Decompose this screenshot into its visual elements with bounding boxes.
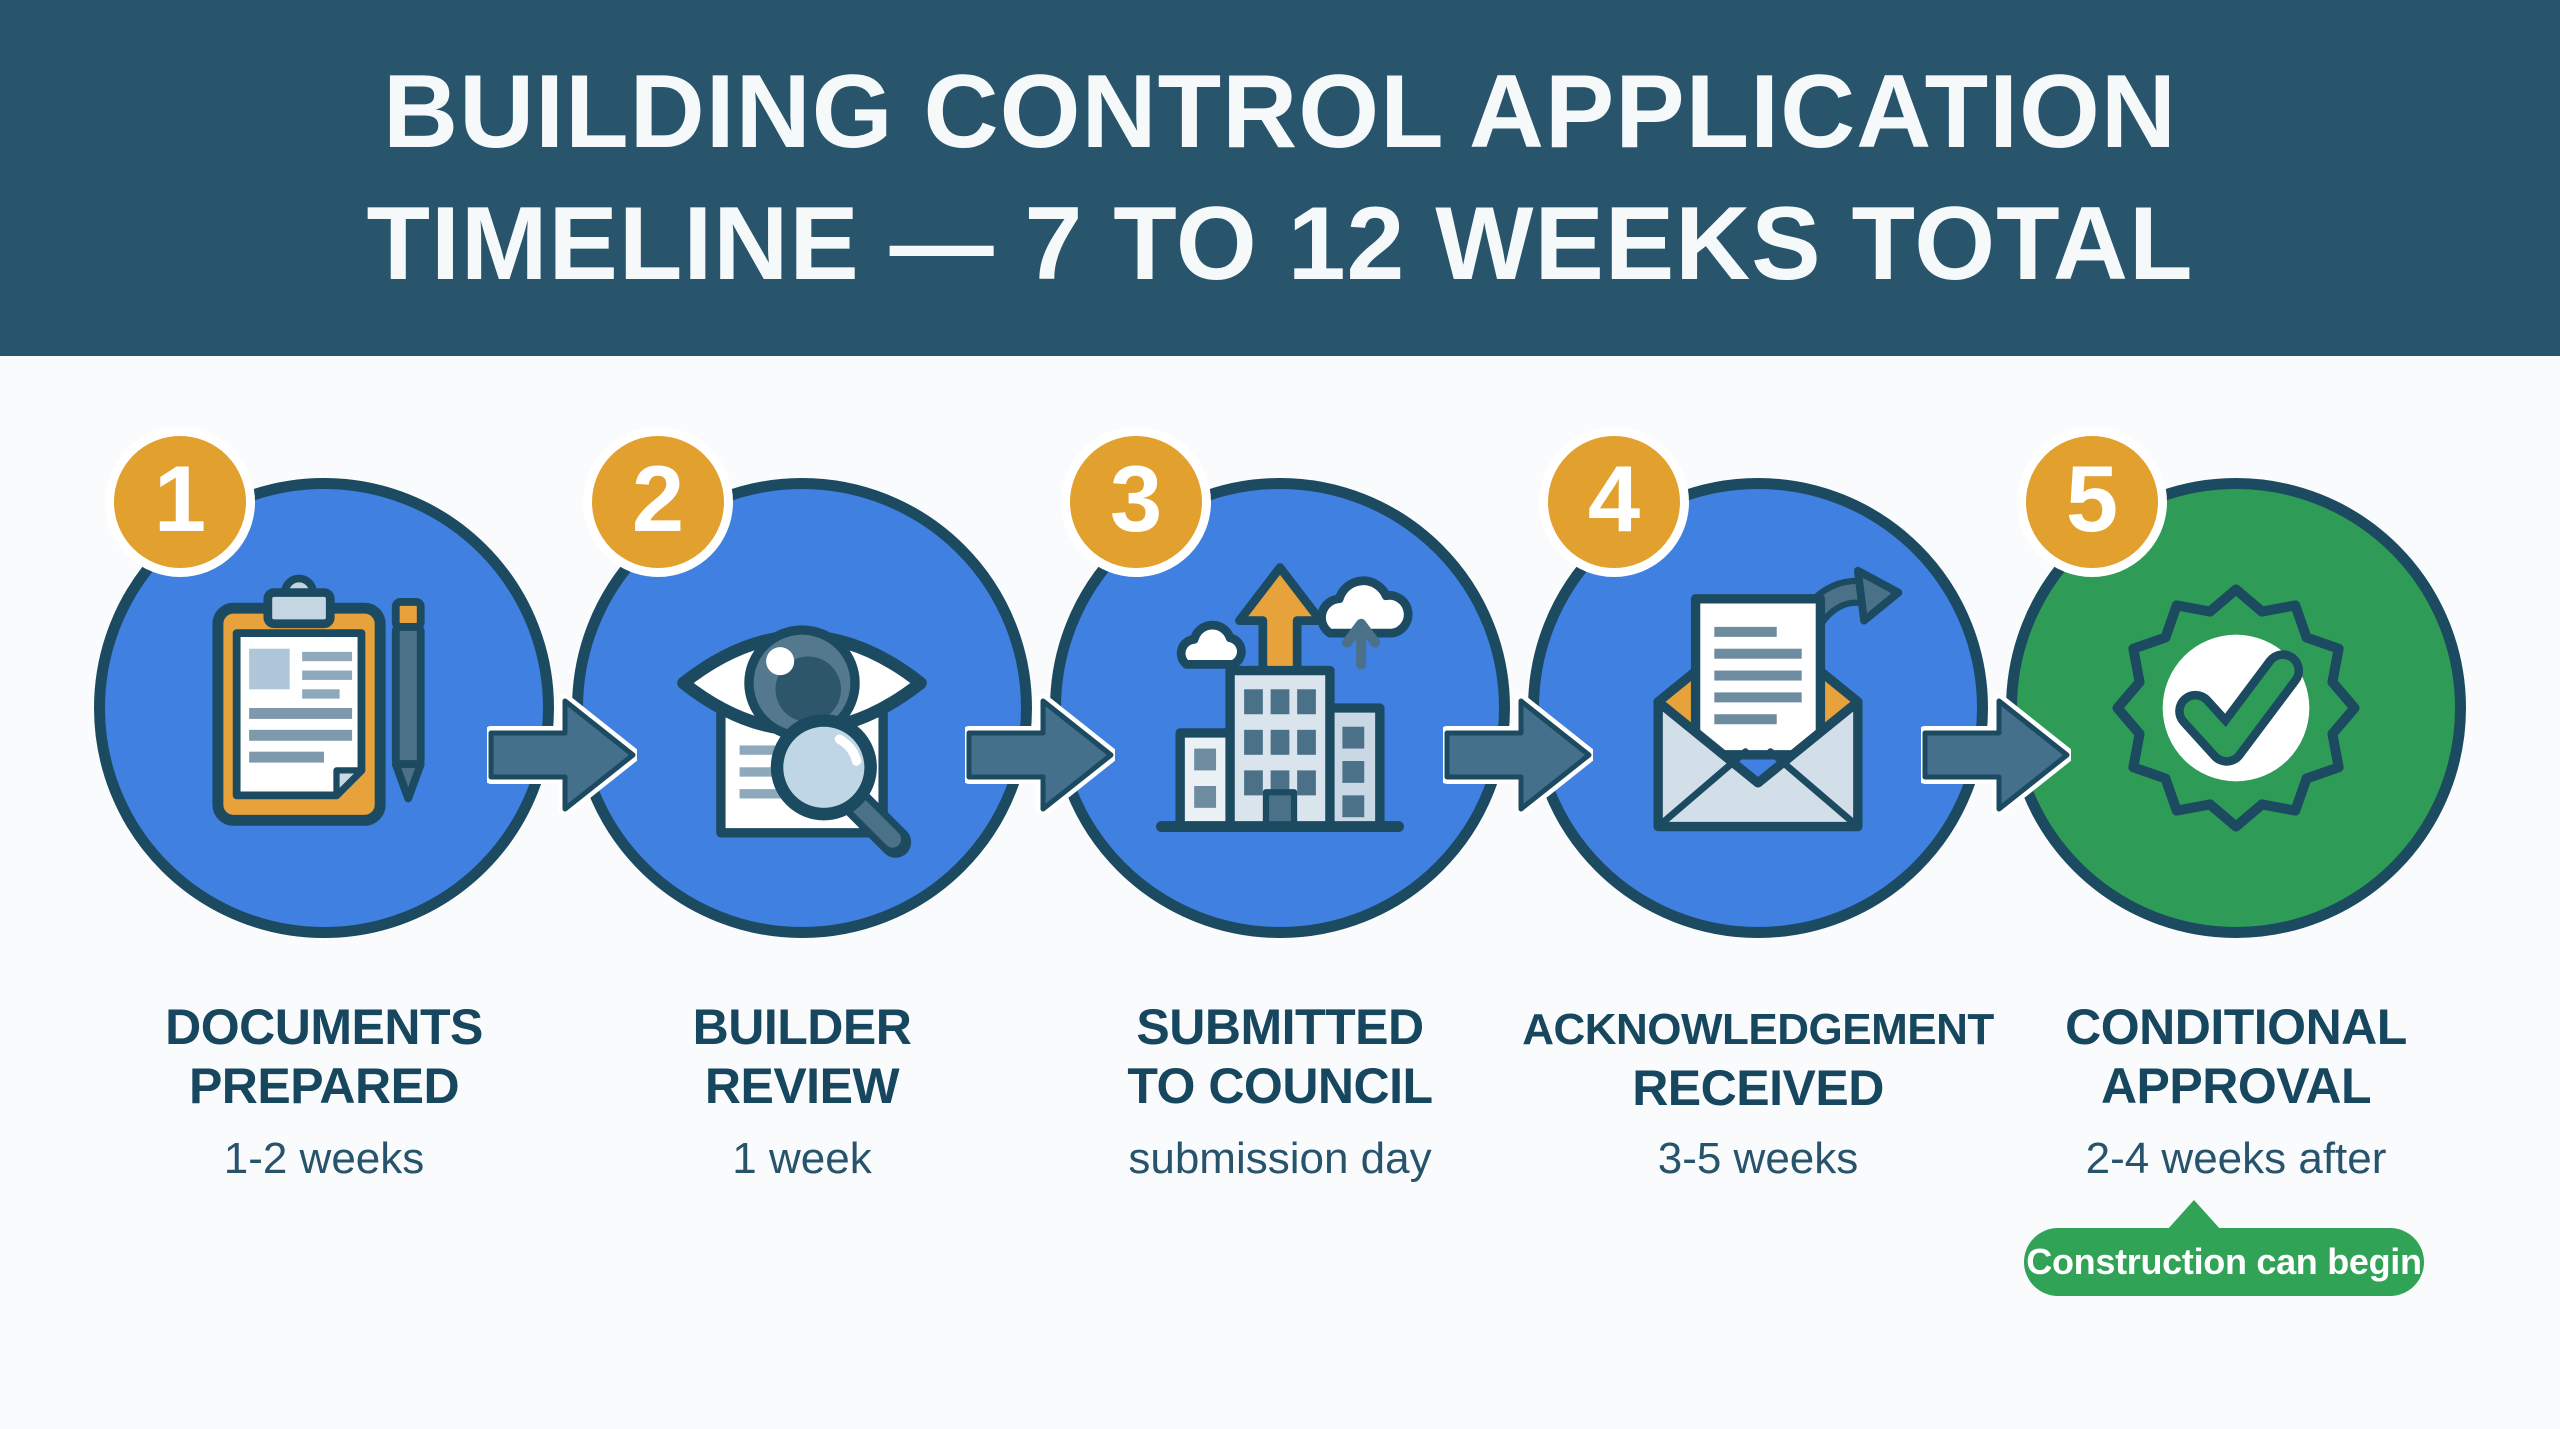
step-circle bbox=[94, 478, 554, 938]
step-duration: 1 week bbox=[732, 1134, 872, 1183]
step-builder-review: 2 bbox=[563, 356, 1041, 1429]
timeline: 1 bbox=[0, 356, 2560, 1429]
flow-arrow-icon bbox=[965, 687, 1115, 823]
step-number: 5 bbox=[2065, 446, 2119, 551]
steps-row: 1 bbox=[85, 356, 2475, 1429]
flow-arrow-icon bbox=[1443, 687, 1593, 823]
page-title: BUILDING CONTROL APPLICATION TIMELINE — 7… bbox=[306, 46, 2253, 310]
construction-callout: Construction can begin bbox=[2024, 1200, 2424, 1296]
page-title-line1: BUILDING CONTROL APPLICATION bbox=[382, 54, 2177, 170]
step-number: 1 bbox=[153, 446, 207, 551]
step-number-badge: 2 bbox=[583, 427, 733, 577]
step-number: 4 bbox=[1587, 446, 1641, 551]
page-title-line2: TIMELINE — 7 TO 12 WEEKS TOTAL bbox=[366, 186, 2194, 302]
flow-arrow-icon bbox=[1921, 687, 2071, 823]
callout-label: Construction can begin bbox=[2024, 1228, 2424, 1296]
step-number: 3 bbox=[1109, 446, 1163, 551]
step-number-badge: 3 bbox=[1061, 427, 1211, 577]
clipboard-pen-icon bbox=[212, 574, 425, 826]
flow-arrow-icon bbox=[487, 687, 637, 823]
header-banner: BUILDING CONTROL APPLICATION TIMELINE — 7… bbox=[0, 0, 2560, 356]
council-building-upload-icon bbox=[1155, 563, 1413, 833]
approval-seal-check-icon bbox=[2112, 584, 2360, 832]
eye-document-magnifier-icon bbox=[677, 625, 927, 858]
step-number-badge: 5 bbox=[2017, 427, 2167, 577]
step-number: 2 bbox=[631, 446, 685, 551]
callout-pointer-icon bbox=[2167, 1200, 2221, 1230]
step-circle bbox=[572, 478, 1032, 938]
step-duration: 1-2 weeks bbox=[223, 1134, 425, 1183]
step-number-badge: 1 bbox=[105, 427, 255, 577]
step-duration: submission day bbox=[1128, 1134, 1432, 1183]
step-documents-prepared: 1 bbox=[85, 356, 563, 1429]
step-number-badge: 4 bbox=[1539, 427, 1689, 577]
step-duration: 2-4 weeks after bbox=[2085, 1134, 2387, 1183]
step-circle bbox=[1528, 478, 1988, 938]
envelope-letter-arrow-icon bbox=[1653, 566, 1903, 832]
step-circle bbox=[2006, 478, 2466, 938]
step-acknowledgement-received: 4 bbox=[1519, 356, 1997, 1429]
step-submitted-to-council: 3 bbox=[1041, 356, 1519, 1429]
step-duration: 3-5 weeks bbox=[1657, 1134, 1859, 1183]
